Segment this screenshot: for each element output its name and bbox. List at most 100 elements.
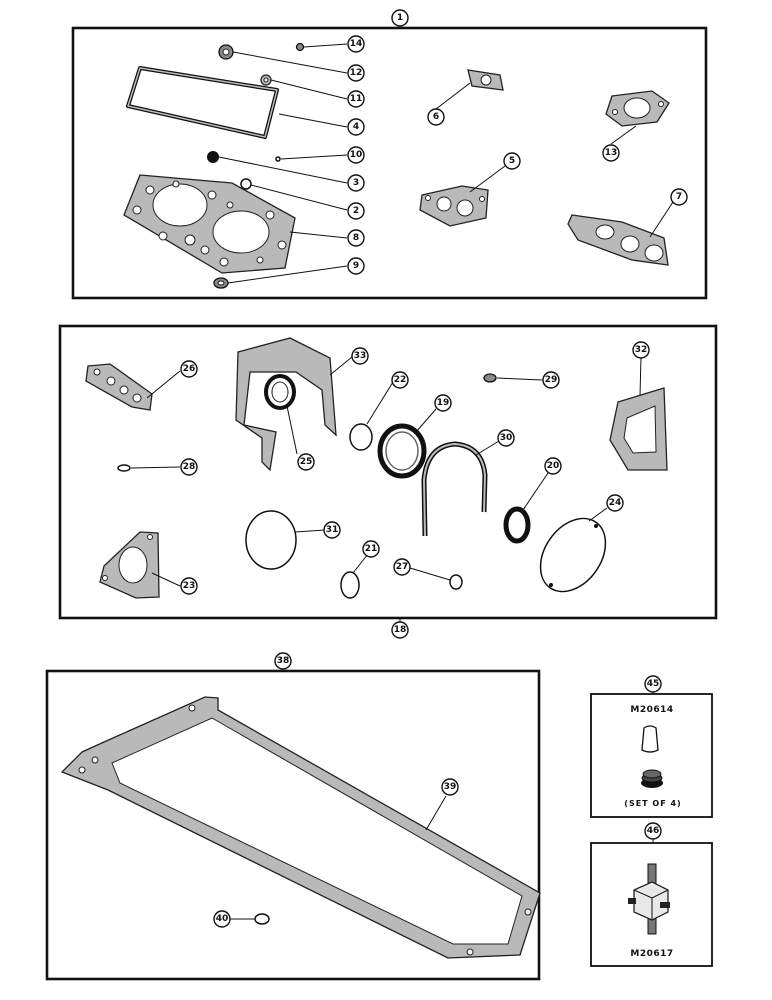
callout-19: 19	[434, 394, 452, 412]
callout-6: 6	[427, 108, 445, 126]
callout-26: 26	[180, 360, 198, 378]
svg-text:18: 18	[394, 625, 407, 635]
part-25-seal	[264, 374, 296, 410]
callout-11: 11	[347, 90, 365, 108]
callout-12: 12	[347, 64, 365, 82]
callout-39: 39	[441, 778, 459, 796]
part-32-gasket	[609, 387, 668, 471]
callout-1: 1	[391, 9, 409, 27]
callout-8: 8	[347, 229, 365, 247]
callout-22: 22	[391, 371, 409, 389]
svg-text:3: 3	[353, 178, 359, 188]
callout-25: 25	[297, 453, 315, 471]
svg-text:13: 13	[605, 148, 618, 158]
part-9-washer	[213, 277, 229, 289]
part-24-ring-gasket	[539, 517, 607, 593]
svg-text:11: 11	[350, 94, 363, 104]
svg-text:33: 33	[354, 351, 367, 361]
svg-text:14: 14	[350, 39, 363, 49]
callout-24: 24	[606, 494, 624, 512]
svg-text:4: 4	[353, 122, 359, 132]
part-13-flange-gasket	[605, 90, 670, 127]
part-29-seal	[483, 373, 497, 383]
part-14-washer	[295, 42, 305, 52]
callout-23: 23	[180, 577, 198, 595]
part-45-valve-stem-seal	[641, 725, 663, 788]
callout-9: 9	[347, 257, 365, 275]
callout-7: 7	[670, 188, 688, 206]
part-31-o-ring	[245, 510, 297, 570]
callout-30: 30	[497, 429, 515, 447]
svg-text:40: 40	[216, 914, 229, 924]
part-40-washer	[254, 913, 270, 925]
callout-32: 32	[632, 341, 650, 359]
panel-kit-1	[71, 26, 708, 300]
callout-27: 27	[393, 558, 411, 576]
callout-40: 40	[213, 910, 231, 928]
panel-kit-46	[590, 842, 713, 967]
part-6-flange-gasket	[467, 69, 504, 91]
kit-45-set-note: (SET OF 4)	[624, 799, 681, 808]
callout-21: 21	[362, 540, 380, 558]
svg-text:25: 25	[300, 457, 313, 467]
svg-text:39: 39	[444, 782, 457, 792]
svg-text:28: 28	[183, 462, 196, 472]
callout-18: 18	[391, 621, 409, 639]
svg-text:23: 23	[183, 581, 196, 591]
part-46-tool	[628, 863, 670, 935]
part-30-seal-strip	[421, 441, 488, 537]
part-2-o-ring	[240, 178, 252, 190]
svg-text:29: 29	[545, 375, 558, 385]
svg-text:31: 31	[326, 525, 339, 535]
svg-text:12: 12	[350, 68, 363, 78]
callout-2: 2	[347, 202, 365, 220]
part-39-oil-pan-gasket	[60, 696, 541, 959]
part-7-exhaust-gasket	[567, 214, 669, 266]
callout-45: 45	[644, 675, 662, 693]
svg-text:6: 6	[433, 112, 439, 122]
callout-5: 5	[503, 152, 521, 170]
part-20-seal	[503, 506, 531, 544]
svg-text:7: 7	[676, 192, 682, 202]
svg-text:20: 20	[547, 461, 560, 471]
part-21-o-ring	[340, 571, 360, 599]
svg-text:19: 19	[437, 398, 450, 408]
part-4-rocker-cover-gasket	[126, 66, 279, 139]
part-26-gasket	[85, 363, 153, 411]
svg-text:9: 9	[353, 261, 359, 271]
callout-13: 13	[602, 144, 620, 162]
svg-text:38: 38	[277, 656, 290, 666]
part-12-washer	[218, 44, 234, 60]
svg-text:45: 45	[647, 679, 660, 689]
part-3-grommet	[207, 151, 219, 163]
kit-46-part-number: M20617	[630, 949, 673, 959]
callout-29: 29	[542, 371, 560, 389]
callout-38: 38	[274, 652, 292, 670]
svg-text:46: 46	[647, 826, 660, 836]
part-33-timing-cover-gasket	[235, 337, 337, 472]
callout-31: 31	[323, 521, 341, 539]
callout-33: 33	[351, 347, 369, 365]
svg-text:1: 1	[397, 13, 403, 23]
svg-text:26: 26	[183, 364, 196, 374]
part-22-o-ring	[349, 423, 373, 451]
panel-kit-38	[45, 669, 541, 981]
callout-14: 14	[347, 35, 365, 53]
panel-kit-18	[58, 324, 718, 620]
callout-20: 20	[544, 457, 562, 475]
svg-text:32: 32	[635, 345, 648, 355]
svg-text:27: 27	[396, 562, 409, 572]
part-11-washer	[260, 74, 272, 86]
svg-text:2: 2	[353, 206, 359, 216]
svg-text:22: 22	[394, 375, 407, 385]
part-23-gasket	[99, 531, 160, 599]
panel-kit-45	[590, 693, 713, 818]
svg-text:24: 24	[609, 498, 622, 508]
callout-3: 3	[347, 174, 365, 192]
callout-28: 28	[180, 458, 198, 476]
callout-10: 10	[347, 146, 365, 164]
svg-text:10: 10	[350, 150, 363, 160]
kit-45-part-number: M20614	[630, 705, 673, 715]
part-8-head-gasket	[123, 174, 296, 274]
svg-text:5: 5	[509, 156, 515, 166]
